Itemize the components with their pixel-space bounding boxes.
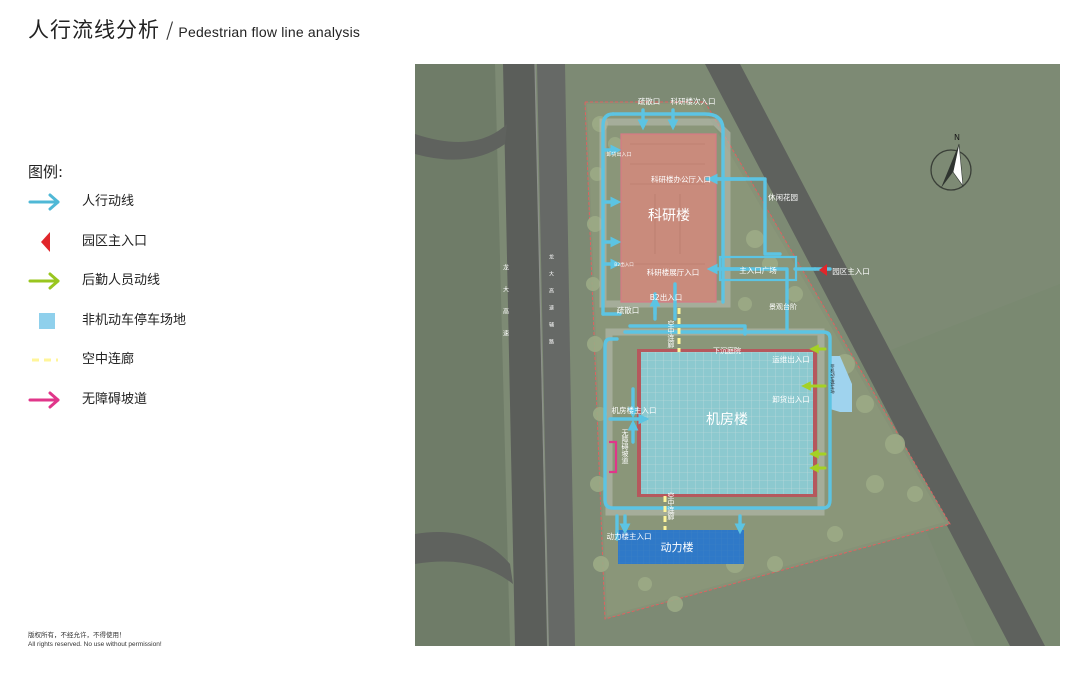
highway — [503, 64, 547, 646]
terrain-east — [855, 284, 1060, 646]
label-road-secondary: 龙大高速辅路 — [548, 253, 554, 356]
label-bike-parking-text: 非机动车停车场 — [830, 363, 836, 395]
accessible-ramp-line — [609, 440, 618, 474]
label-evac-mid: 疏散口 — [617, 305, 640, 315]
ramp-road-north — [415, 124, 507, 160]
site-plan-svg: 疏散口 科研楼次入口 卸货出入口 科研楼办公厅入口 休闲花园 科研楼 科研楼展厅… — [415, 64, 1060, 646]
label-machine-main-entry: 机房楼主入口 — [612, 405, 657, 415]
label-research-exhibit-entry: 科研楼展厅入口 — [647, 267, 700, 277]
label-sunken-court: 下沉庭院 — [713, 346, 741, 355]
title-chinese: 人行流线分析 — [28, 18, 160, 42]
legend-label: 人行动线 — [82, 194, 135, 209]
main-plaza-box — [718, 255, 798, 282]
label-evac-top: 疏散口 — [638, 96, 661, 106]
page-title: 人行流线分析/Pedestrian flow line analysis — [28, 14, 360, 44]
label-skybridge-1: 空中连廊 — [667, 319, 675, 349]
copyright-cn: 版权所有，不经允许，不得使用！ — [28, 632, 126, 639]
bike-parking-area — [830, 356, 852, 412]
label-accessible-ramp-text: 无障碍坡道 — [621, 429, 629, 465]
triangle-left-icon — [41, 231, 50, 252]
logistics-arrows — [801, 344, 827, 473]
park-entry-marker — [819, 264, 827, 276]
copyright-notice: 版权所有，不经允许，不得使用！ All rights reserved. No … — [28, 631, 162, 649]
terrain-west — [415, 64, 510, 646]
skybridges — [663, 308, 681, 530]
square-icon — [39, 312, 55, 329]
label-park-main-entry: 园区主入口 — [832, 266, 870, 276]
label-skybridge-2: 空中连廊 — [667, 491, 675, 521]
label-unload-entry: 卸货出入口 — [772, 394, 810, 404]
legend-label: 后勤人员动线 — [82, 273, 161, 288]
machine-building-grid — [641, 352, 813, 494]
label-b2-small: B2出入口 — [614, 261, 633, 268]
legend-label: 非机动车停车场地 — [82, 312, 187, 328]
label-road-name: 龙大高速 — [502, 263, 509, 352]
north-arrow-icon — [930, 143, 972, 191]
highway-divider — [534, 64, 549, 646]
label-research-building: 科研楼 — [648, 208, 690, 224]
title-slash: / — [166, 19, 175, 44]
label-power-main-entry: 动力楼主入口 — [607, 531, 652, 541]
site-plan: 疏散口 科研楼次入口 卸货出入口 科研楼办公厅入口 休闲花园 科研楼 科研楼展厅… — [415, 64, 1060, 646]
legend-label: 无障碍坡道 — [82, 391, 148, 407]
copyright-en: All rights reserved. No use without perm… — [28, 641, 162, 648]
arrow-right-icon — [28, 272, 60, 290]
label-research-secondary-entry: 科研楼次入口 — [671, 96, 716, 106]
research-building-texture — [630, 143, 705, 265]
label-north: N — [954, 133, 960, 142]
legend-title: 图例: — [28, 163, 64, 181]
label-landscape-steps: 景观台阶 — [769, 302, 797, 311]
label-b2-exit: B2出入口 — [650, 292, 682, 302]
legend-label: 空中连廊 — [82, 352, 135, 367]
label-accessible-ramp: 无障碍坡道 — [621, 429, 629, 465]
label-ops-entry: 运维出入口 — [772, 354, 810, 364]
label-research-office-entry: 科研楼办公厅入口 — [651, 174, 711, 184]
east-road — [705, 64, 1045, 646]
label-road-name-text: 龙大高速 — [502, 263, 509, 352]
dashed-line-icon — [32, 358, 58, 362]
label-road-secondary-text: 龙大高速辅路 — [548, 253, 554, 356]
research-building — [620, 133, 717, 303]
label-bike-parking: 非机动车停车场 — [830, 363, 836, 395]
label-main-plaza: 主入口广场 — [739, 265, 777, 275]
power-building-grid — [618, 530, 744, 564]
label-leisure-garden: 休闲花园 — [768, 192, 798, 202]
arrow-right-icon — [28, 193, 60, 211]
ramp-road — [415, 532, 513, 584]
arrow-right-icon — [28, 391, 60, 408]
label-machine-building: 机房楼 — [706, 412, 748, 428]
label-skybridge-1-text: 空中连廊 — [667, 319, 675, 349]
title-english: Pedestrian flow line analysis — [178, 24, 361, 40]
highway-aux-road — [537, 64, 575, 646]
label-power-building: 动力楼 — [661, 540, 694, 554]
legend-label: 园区主入口 — [82, 233, 148, 249]
label-unload-top: 卸货出入口 — [606, 151, 631, 158]
label-skybridge-2-text: 空中连廊 — [667, 491, 675, 521]
